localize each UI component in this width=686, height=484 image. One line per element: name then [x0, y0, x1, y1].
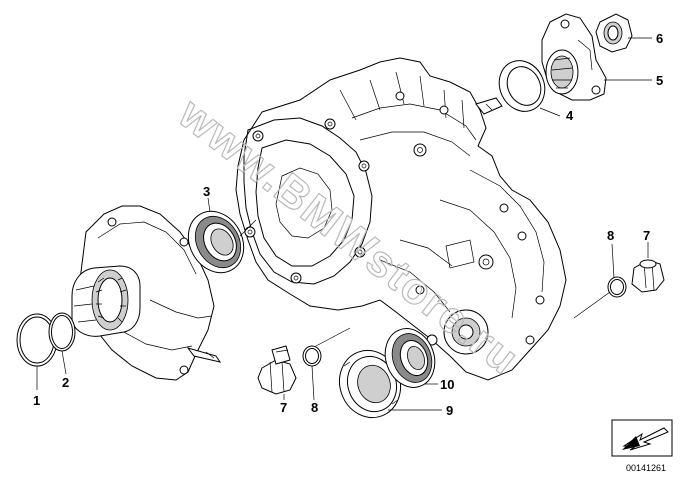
callout-8-right[interactable]: 8 [607, 228, 614, 243]
transfer-case-housing [235, 57, 567, 381]
part-2-snap-ring[interactable] [48, 312, 76, 352]
callout-6[interactable]: 6 [656, 31, 663, 46]
part-8-sealing-ring-right[interactable] [607, 276, 627, 298]
front-output-bore [443, 309, 489, 355]
doc-id: 00141261 [626, 463, 666, 473]
callout-8-lower[interactable]: 8 [311, 400, 318, 415]
part-8-sealing-ring-lower[interactable] [302, 345, 322, 367]
arrow-down-left-icon[interactable] [611, 419, 673, 457]
part-7-plug-lower[interactable] [257, 345, 297, 395]
callout-5[interactable]: 5 [656, 73, 663, 88]
part-3-shaft-seal[interactable] [177, 201, 254, 282]
part-1-ring[interactable] [16, 313, 58, 367]
callout-9[interactable]: 9 [446, 403, 453, 418]
part-7-plug-right[interactable] [631, 259, 665, 293]
part-4-seal-ring[interactable] [491, 53, 553, 119]
part-9-seal-carrier[interactable] [330, 342, 410, 426]
callout-1[interactable]: 1 [33, 393, 40, 408]
part-6-threaded-cap[interactable] [595, 13, 633, 53]
leader-lines [36, 37, 652, 411]
callout-4[interactable]: 4 [566, 108, 574, 123]
callout-numbers: 1 2 3 4 5 6 7 8 7 8 9 10 [33, 31, 663, 418]
callout-7-right[interactable]: 7 [643, 228, 650, 243]
part-10-shaft-seal[interactable] [377, 322, 443, 395]
callout-2[interactable]: 2 [62, 375, 69, 390]
callout-3[interactable]: 3 [203, 184, 210, 199]
splined-sleeve [71, 265, 141, 337]
callout-7-lower[interactable]: 7 [280, 400, 287, 415]
part-5-output-flange[interactable] [541, 13, 607, 101]
callout-10[interactable]: 10 [440, 377, 454, 392]
